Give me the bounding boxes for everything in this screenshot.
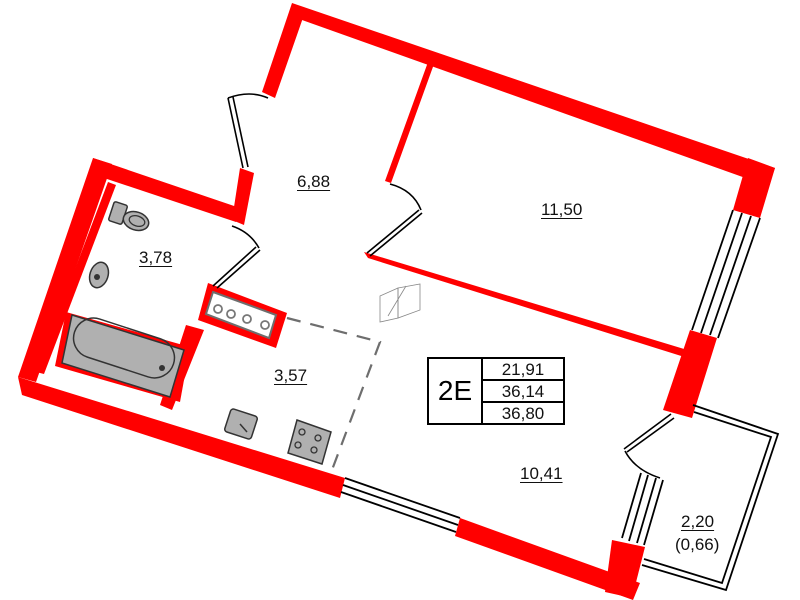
cabinet-icon	[379, 283, 421, 323]
stove-icon	[287, 419, 332, 465]
bedroom-door	[366, 183, 423, 257]
kitchen-sink-icon	[224, 408, 258, 440]
balcony-outline	[641, 404, 780, 592]
balcony-reduced-area: (0,66)	[675, 535, 720, 554]
room-area-bathroom: 3,78	[139, 248, 173, 267]
room-area-hall: 6,88	[297, 172, 331, 191]
entrance-door	[227, 93, 269, 169]
balcony-door	[621, 413, 675, 546]
total-area-with-balcony: 36,80	[501, 403, 545, 423]
apartment-areas: 21,91 36,14 36,80	[483, 359, 563, 423]
apartment-type: 2E	[429, 359, 483, 423]
living-area: 21,91	[483, 359, 563, 381]
apartment-info-box: 2E 21,91 36,14 36,80	[427, 357, 565, 425]
vent-duct	[204, 290, 278, 340]
bathroom-door	[212, 225, 261, 289]
toilet-icon	[108, 201, 150, 232]
bedroom-window	[691, 209, 761, 339]
bathtub-icon	[61, 314, 185, 398]
total-area: 36,14	[483, 381, 563, 403]
bathroom-sink-icon	[88, 261, 110, 289]
bottom-window	[340, 477, 461, 533]
vent-circles	[213, 304, 270, 330]
room-area-living-room: 10,41	[520, 464, 563, 483]
room-area-bedroom: 11,50	[541, 200, 583, 219]
kitchen-zone-boundary	[286, 316, 382, 471]
room-area-balcony: 2,20	[681, 512, 715, 531]
room-area-kitchen: 3,57	[274, 366, 308, 385]
walls	[18, 3, 775, 600]
